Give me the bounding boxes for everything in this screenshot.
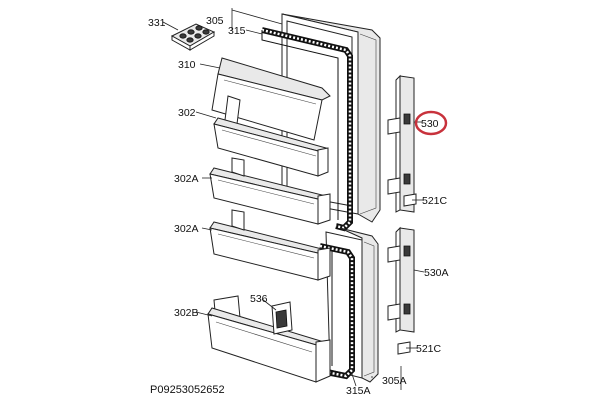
highlight-circle-530 — [414, 110, 448, 136]
label-302: 302 — [178, 107, 196, 119]
label-302b: 302B — [174, 307, 199, 319]
label-315a: 315A — [346, 385, 371, 397]
door-shelf-302a-lower[interactable] — [209, 209, 331, 281]
label-315: 315 — [228, 25, 246, 37]
label-331: 331 — [148, 17, 166, 29]
door-handle-530[interactable] — [387, 74, 415, 213]
door-shelf-302a-upper[interactable] — [209, 157, 331, 225]
label-305: 305 — [206, 15, 224, 27]
door-handle-530a[interactable] — [387, 226, 415, 333]
label-530: 530 — [421, 118, 439, 130]
bottle-shelf-302b[interactable] — [207, 295, 331, 383]
reference-number: P09253052652 — [150, 384, 225, 396]
label-310: 310 — [178, 59, 196, 71]
part-536[interactable] — [271, 301, 293, 335]
upper-gasket-315[interactable] — [261, 27, 353, 232]
label-305a: 305A — [382, 375, 407, 387]
cap-521c-lower[interactable] — [397, 341, 411, 355]
lower-gasket-315a[interactable] — [319, 243, 355, 380]
leader-lines — [162, 8, 425, 390]
label-536: 536 — [250, 293, 268, 305]
label-302a-lower: 302A — [174, 223, 199, 235]
egg-tray-331[interactable] — [170, 23, 216, 51]
dairy-compartment-310[interactable] — [211, 57, 331, 141]
label-530a: 530A — [424, 267, 449, 279]
cap-521c-upper[interactable] — [403, 193, 417, 207]
label-521c-lower: 521C — [416, 343, 442, 355]
label-521c-upper: 521C — [422, 195, 448, 207]
door-shelf-302[interactable] — [213, 95, 329, 177]
label-302a-upper: 302A — [174, 173, 199, 185]
